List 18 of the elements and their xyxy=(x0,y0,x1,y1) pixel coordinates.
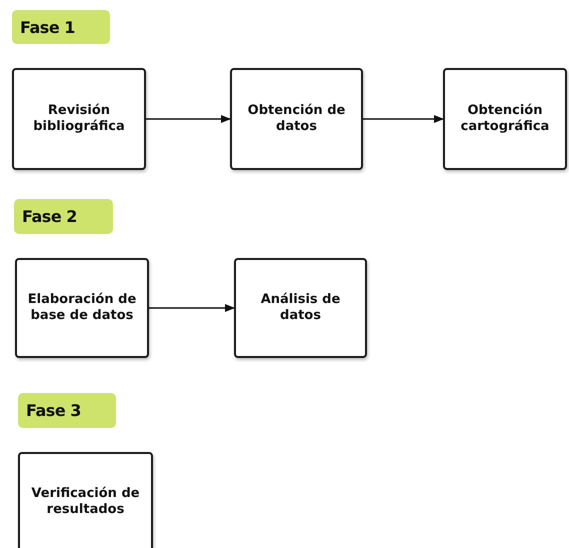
box-text: Verificación de resultados xyxy=(30,486,141,518)
box-text: Obtención cartográfica xyxy=(460,103,550,135)
phase-label: Fase 3 xyxy=(18,393,116,428)
arrow xyxy=(363,115,444,123)
box-text: Revisión bibliográfica xyxy=(32,103,126,135)
arrow xyxy=(149,304,235,312)
phase-label: Fase 1 xyxy=(12,10,110,44)
box-text: Análisis de datos xyxy=(260,292,342,324)
arrow xyxy=(146,115,231,123)
box-text: Obtención de datos xyxy=(246,103,346,135)
process-box xyxy=(12,68,146,170)
process-box xyxy=(443,68,567,170)
process-box xyxy=(230,68,363,170)
process-box xyxy=(18,452,153,548)
process-box xyxy=(234,258,367,358)
process-box xyxy=(15,258,149,358)
phase-label: Fase 2 xyxy=(14,199,113,234)
box-text: Elaboración de base de datos xyxy=(26,292,138,324)
